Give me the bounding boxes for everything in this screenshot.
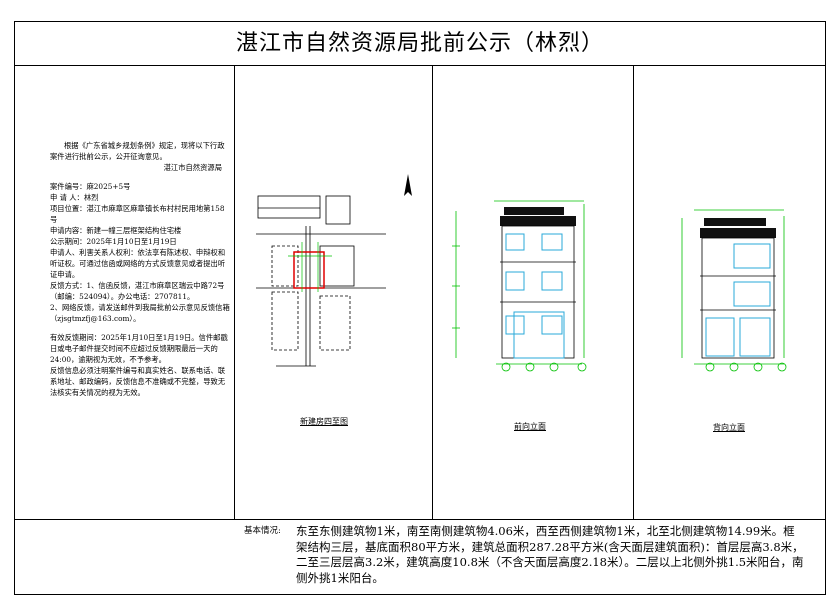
basic-info-text: 东至东侧建筑物1米，南至南侧建筑物4.06米，西至西侧建筑物1米，北至北侧建筑物… [296, 524, 804, 585]
page-title: 湛江市自然资源局批前公示（林烈） [14, 21, 826, 66]
feedback-channel-2: 2、网络反馈，请发送邮件到我局批前公示意见反馈信箱（zjsgtmzfj@163.… [50, 303, 230, 323]
applicant: 申 请 人：林烈 [50, 193, 99, 202]
rights-text: 申请人、利害关系人权利：依法享有陈述权、申辩权和听证权。可通过信函或网络的方式反… [50, 248, 226, 279]
front-roof [500, 207, 576, 226]
back-elevation-drawing [681, 209, 787, 372]
notice-frame [14, 21, 826, 595]
front-elevation-caption: 前向立面 [514, 422, 546, 431]
basic-info: 基本情况: 东至东侧建筑物1米，南至南侧建筑物4.06米，西至西侧建筑物1米，北… [244, 524, 806, 586]
feedback-channel-1: 反馈方式：1、信函反馈，湛江市麻章区瑞云中路72号（邮编：524094）。办公电… [50, 281, 225, 301]
axis-markers [705, 362, 787, 372]
front-elevation-drawing [452, 200, 587, 372]
notice-issuer: 湛江市自然资源局 [163, 163, 222, 172]
feedback-info: 反馈信息必须注明案件编号和真实姓名、联系电话、联系地址、邮政编码，反馈信息不准确… [50, 366, 226, 397]
notice-text: 根据《广东省城乡规划条例》规定，现将以下行政案件进行批前公示，公开征询意见。 湛… [50, 140, 230, 398]
application-content: 申请内容：新建一幢三层框架结构住宅楼 [50, 226, 182, 235]
back-elevation-caption: 背向立面 [713, 423, 745, 432]
divider-2 [432, 66, 433, 519]
back-windows [705, 243, 771, 357]
back-roof [700, 218, 776, 238]
valid-period: 有效反馈期间：2025年1月10日至1月19日。信件邮戳日或电子邮件提交时间不应… [50, 333, 228, 364]
site-plan-drawing [256, 174, 412, 367]
axis-markers [501, 362, 587, 372]
notice-intro: 根据《广东省城乡规划条例》规定，现将以下行政案件进行批前公示，公开征询意见。 [50, 141, 225, 161]
site-boundary [293, 251, 325, 289]
divider-1 [234, 66, 235, 519]
divider-bottom [14, 519, 826, 520]
publicity-period: 公示期间：2025年1月10日至1月19日 [50, 237, 177, 246]
site-plan-caption: 新建房四至图 [300, 417, 348, 426]
basic-info-label: 基本情况: [244, 526, 281, 536]
front-windows [505, 233, 565, 359]
case-number: 案件编号：麻2025+5号 [50, 182, 131, 191]
north-arrow-icon [404, 174, 412, 196]
divider-3 [633, 66, 634, 519]
project-location: 项目位置：湛江市麻章区麻章镇长布村村民用地第158号 [50, 204, 225, 224]
